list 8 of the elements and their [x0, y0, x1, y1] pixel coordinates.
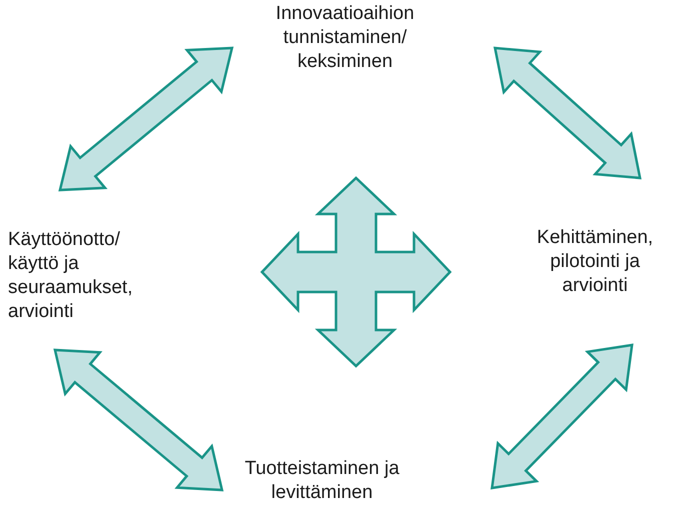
double-arrow: [493, 46, 642, 180]
stage-label: Kehittäminen, pilotointi ja arviointi: [536, 226, 654, 298]
double-arrow: [53, 348, 224, 492]
stage-label: Innovaatioaihion tunnistaminen/ keksiminen: [274, 2, 416, 74]
stage-label: Käyttöönotto/ käyttö ja seuraamukset, arviointi: [8, 228, 134, 324]
stage-label: Tuotteistaminen ja levittäminen: [244, 457, 400, 505]
double-arrow: [490, 344, 634, 490]
double-arrow: [58, 46, 234, 192]
